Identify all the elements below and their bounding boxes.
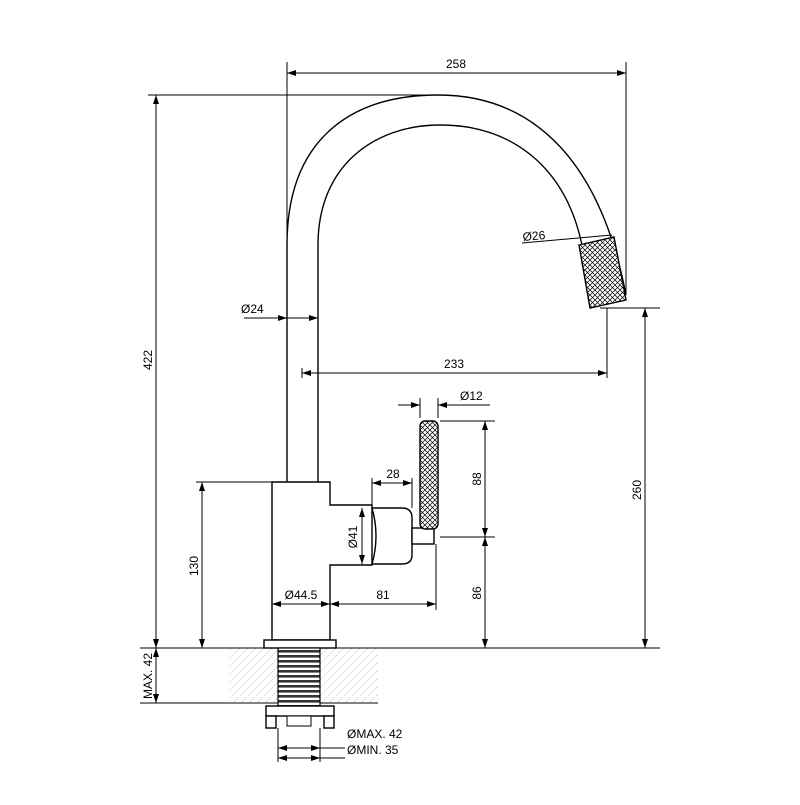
label-hole-min: ØMIN. 35 — [347, 743, 399, 757]
label-deck-thickness: MAX. 42 — [141, 653, 155, 699]
label-aerator-diameter: Ø26 — [522, 228, 546, 244]
cartridge-housing — [371, 507, 435, 565]
label-body-height: 130 — [187, 556, 201, 576]
label-body-diameter: Ø44.5 — [285, 588, 318, 602]
label-spout-reach: 233 — [444, 357, 464, 371]
mounting-shank — [265, 647, 335, 729]
label-hole-max: ØMAX. 42 — [347, 727, 403, 741]
label-overall-width: 258 — [446, 57, 466, 71]
label-cartridge-diameter: Ø41 — [346, 525, 360, 548]
label-handle-length: 88 — [470, 472, 484, 486]
lever-handle-knurled — [419, 420, 439, 530]
label-spout-diameter: Ø24 — [241, 302, 264, 316]
label-body-to-handle: 81 — [376, 588, 390, 602]
dimension-lines — [140, 62, 660, 762]
countertop-section — [140, 647, 660, 704]
label-handle-offset: 28 — [386, 467, 400, 481]
faucet-body — [263, 94, 627, 649]
aerator-knurled — [578, 236, 627, 309]
dimension-arrowheads — [153, 70, 648, 761]
label-spout-height: 260 — [630, 480, 644, 500]
label-handle-axis-height: 86 — [470, 586, 484, 600]
label-handle-diameter: Ø12 — [460, 389, 483, 403]
label-overall-height: 422 — [141, 350, 155, 370]
